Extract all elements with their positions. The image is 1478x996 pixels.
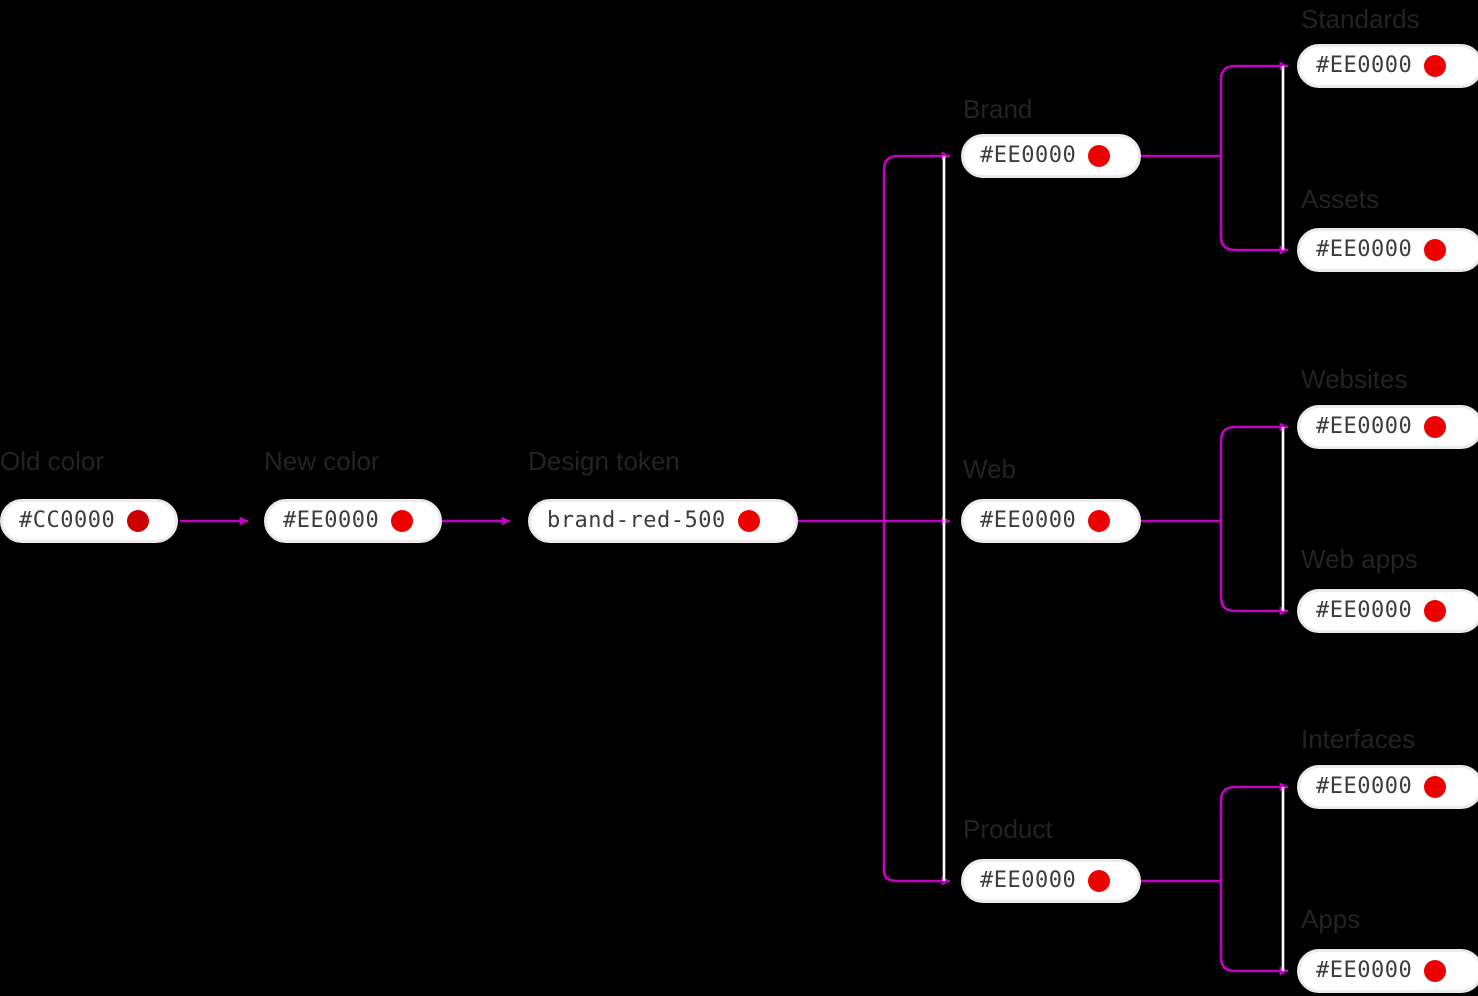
caption-product: Product (963, 814, 1053, 844)
color-swatch (1424, 239, 1447, 261)
node-value: #EE0000 (1316, 53, 1413, 78)
caption-new-color: New color (264, 446, 380, 476)
node-apps[interactable]: #EE0000 (1297, 949, 1478, 993)
color-swatch (1424, 776, 1447, 798)
edge-product-to-interfaces (1219, 782, 1289, 881)
node-product[interactable]: #EE0000 (961, 859, 1141, 903)
node-value: #EE0000 (980, 868, 1077, 893)
color-swatch (1424, 600, 1447, 622)
node-interfaces[interactable]: #EE0000 (1297, 765, 1478, 809)
edge-web-to-websites (1219, 422, 1289, 521)
node-design-token[interactable]: brand-red-500 (528, 499, 798, 543)
color-swatch (1088, 145, 1111, 167)
node-value: #EE0000 (1316, 958, 1413, 983)
caption-brand: Brand (963, 94, 1033, 124)
color-swatch (391, 510, 414, 532)
edge-brand-to-standards (1219, 61, 1289, 156)
caption-interfaces: Interfaces (1301, 724, 1416, 754)
color-swatch (1424, 960, 1447, 982)
node-value: #EE0000 (980, 508, 1077, 533)
caption-websites: Websites (1301, 364, 1408, 394)
caption-web-apps: Web apps (1301, 544, 1418, 574)
node-standards[interactable]: #EE0000 (1297, 44, 1478, 88)
caption-assets: Assets (1301, 184, 1380, 214)
color-swatch (127, 510, 150, 532)
node-value: #EE0000 (1316, 774, 1413, 799)
caption-old-color: Old color (0, 446, 105, 476)
edge-web-to-webapps (1219, 521, 1289, 616)
color-swatch (1088, 510, 1111, 532)
node-value: brand-red-500 (547, 508, 726, 533)
caption-web: Web (963, 454, 1016, 484)
caption-standards: Standards (1301, 4, 1420, 34)
color-swatch (1088, 870, 1111, 892)
node-value: #CC0000 (19, 508, 116, 533)
caption-design-token: Design token (528, 446, 680, 476)
node-value: #EE0000 (283, 508, 380, 533)
edge-product-to-apps (1219, 881, 1289, 976)
node-value: #EE0000 (1316, 237, 1413, 262)
color-swatch (1424, 416, 1447, 438)
node-value: #EE0000 (980, 143, 1077, 168)
color-swatch (1424, 55, 1447, 77)
caption-apps: Apps (1301, 904, 1361, 934)
edge-trunk-to-brand (882, 151, 951, 171)
color-swatch (737, 510, 760, 532)
node-assets[interactable]: #EE0000 (1297, 228, 1478, 272)
node-web[interactable]: #EE0000 (961, 499, 1141, 543)
node-value: #EE0000 (1316, 598, 1413, 623)
edge-trunk-to-product (882, 870, 951, 886)
node-old-color[interactable]: #CC0000 (0, 499, 178, 543)
node-websites[interactable]: #EE0000 (1297, 405, 1478, 449)
node-web-apps[interactable]: #EE0000 (1297, 589, 1478, 633)
node-new-color[interactable]: #EE0000 (264, 499, 442, 543)
node-value: #EE0000 (1316, 414, 1413, 439)
edge-brand-to-assets (1219, 156, 1289, 255)
node-brand[interactable]: #EE0000 (961, 134, 1141, 178)
